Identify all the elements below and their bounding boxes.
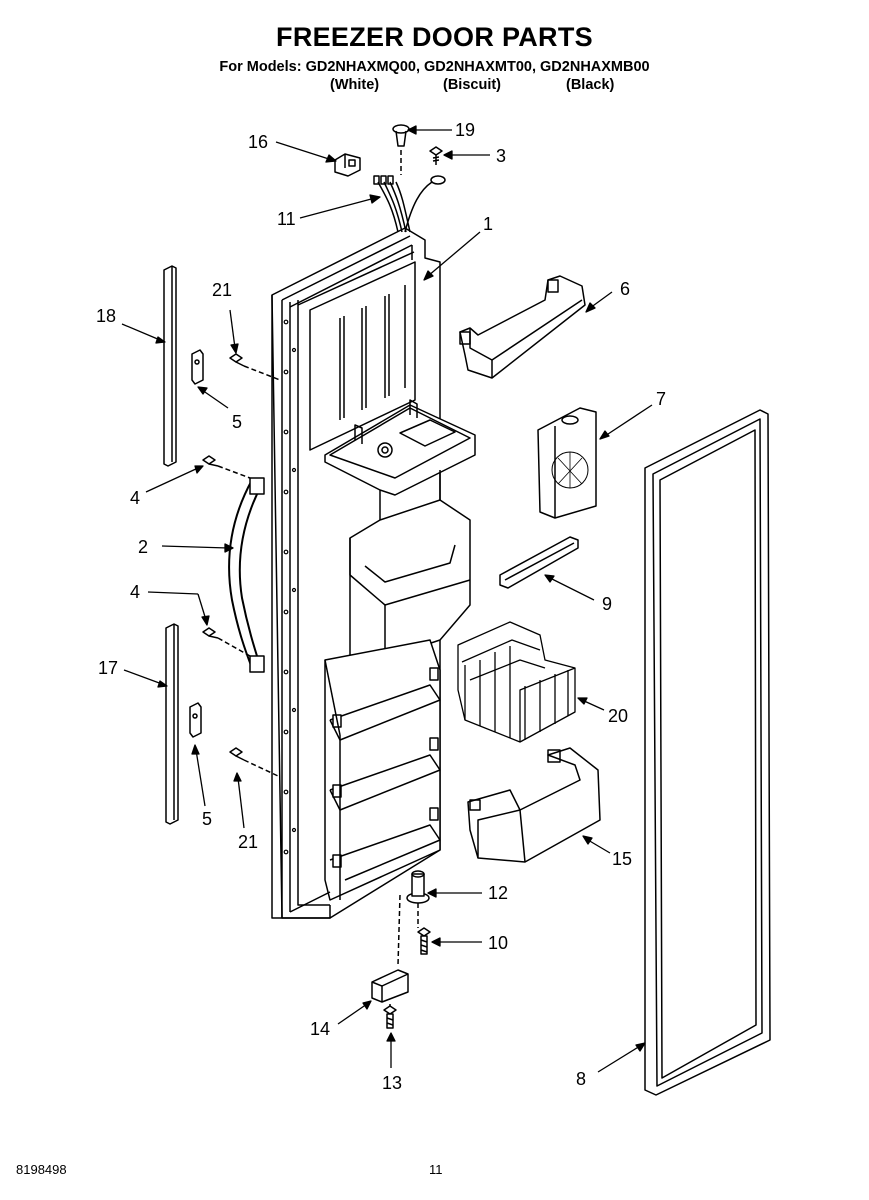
callout-17: 17	[98, 658, 118, 678]
callout-7: 7	[656, 389, 666, 409]
callout-20: 20	[608, 706, 628, 726]
door-panel	[271, 227, 476, 919]
variant-biscuit: (Biscuit)	[443, 77, 501, 93]
door-panel-holes	[283, 319, 297, 855]
door-handle	[228, 477, 265, 673]
callout-5-bottom: 5	[202, 809, 212, 829]
page-number: 11	[429, 1162, 443, 1177]
door-stop	[371, 969, 409, 1008]
callout-11: 11	[277, 209, 296, 229]
callout-labels: 16 19 3 11 1 6 21 18 5 7 4 2 4 9 17 20 5…	[96, 120, 666, 1093]
trim-clip	[189, 349, 204, 738]
callout-21-top: 21	[212, 280, 232, 300]
trim-screw	[229, 353, 281, 777]
callout-18: 18	[96, 306, 116, 326]
door-gasket	[644, 409, 771, 1096]
callout-9: 9	[602, 594, 612, 614]
leader-arrows	[121, 125, 653, 1073]
callout-14: 14	[310, 1019, 330, 1039]
callout-21-bottom: 21	[238, 832, 258, 852]
callout-8: 8	[576, 1069, 586, 1089]
shelf-rail	[499, 536, 579, 589]
lower-handle-trim	[165, 623, 179, 825]
door-hinge-bushing	[406, 870, 430, 928]
callout-2: 2	[138, 537, 148, 557]
ice-light-module	[537, 407, 597, 519]
model-list: For Models: GD2NHAXMQ00, GD2NHAXMT00, GD…	[219, 59, 650, 75]
upper-door-bin	[459, 275, 586, 379]
callout-19: 19	[455, 120, 475, 140]
callout-5-top: 5	[232, 412, 242, 432]
lower-door-bin	[467, 747, 601, 863]
callout-4-bottom: 4	[130, 582, 140, 602]
callout-1: 1	[483, 214, 493, 234]
callout-15: 15	[612, 849, 632, 869]
screw-13	[383, 1005, 397, 1029]
connector	[334, 153, 361, 177]
callout-4-top: 4	[130, 488, 140, 508]
document-number: 8198498	[16, 1162, 67, 1177]
variant-white: (White)	[330, 77, 380, 93]
upper-handle-trim	[163, 265, 177, 467]
variant-black: (Black)	[566, 77, 615, 93]
plug	[392, 124, 410, 147]
page-title: FREEZER DOOR PARTS	[276, 22, 593, 52]
callout-16: 16	[248, 132, 268, 152]
callout-3: 3	[496, 146, 506, 166]
callout-12: 12	[488, 883, 508, 903]
callout-13: 13	[382, 1073, 402, 1093]
screw-10	[417, 927, 431, 955]
wire-basket	[457, 621, 576, 743]
screw	[429, 146, 443, 165]
wire-harness	[373, 150, 446, 233]
callout-10: 10	[488, 933, 508, 953]
callout-6: 6	[620, 279, 630, 299]
handle-screw	[202, 455, 251, 657]
